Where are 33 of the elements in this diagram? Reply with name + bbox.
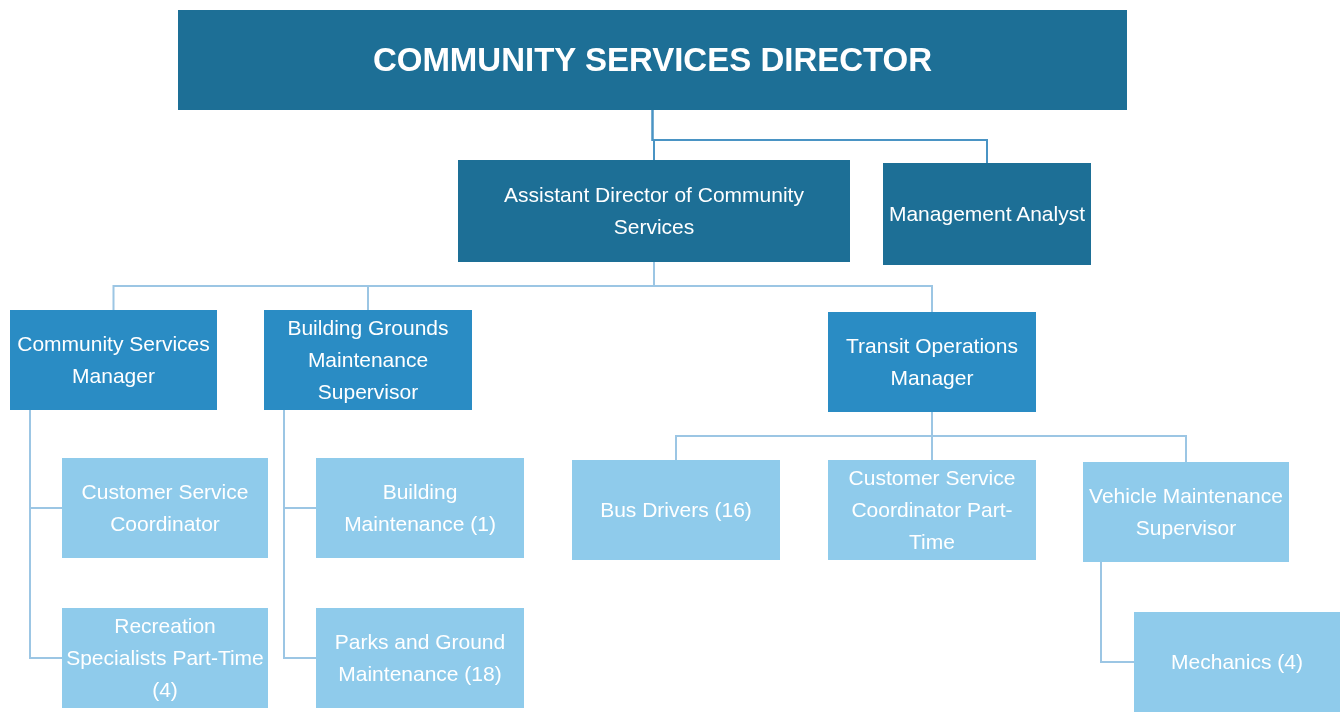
org-chart-box <box>828 460 1036 560</box>
job-title: Mechanics (4) <box>1171 649 1303 675</box>
job-title: Vehicle Maintenance Supervisor <box>1088 483 1284 541</box>
org-chart-box <box>883 163 1091 265</box>
connector-line <box>29 409 63 659</box>
job-title: Assistant Director of Community Services <box>503 182 805 240</box>
job-title: Recreation Specialists Part-Time (4) <box>66 613 264 703</box>
job-title: Customer Service Coordinator <box>80 479 250 537</box>
job-title: COMMUNITY SERVICES DIRECTOR <box>372 44 933 76</box>
org-chart-box <box>178 10 1127 110</box>
job-title: Parks and Ground Maintenance (18) <box>333 629 507 687</box>
connector-line <box>931 411 1187 463</box>
org-chart-box <box>10 310 217 410</box>
org-chart-box <box>828 312 1036 412</box>
job-title: Building Maintenance (1) <box>343 479 497 537</box>
org-chart-box <box>1083 462 1289 562</box>
org-chart-box <box>1134 612 1340 712</box>
connector-line <box>1100 561 1135 663</box>
org-chart-box <box>62 458 268 558</box>
org-chart-box <box>572 460 780 560</box>
org-chart-box <box>316 608 524 708</box>
connector-line <box>653 261 933 313</box>
connector-line <box>651 109 988 164</box>
org-chart-box <box>316 458 524 558</box>
org-chart-box <box>264 310 472 410</box>
job-title: Community Services Manager <box>16 331 211 389</box>
job-title: Transit Operations Manager <box>845 333 1019 391</box>
job-title: Building Grounds Maintenance Supervisor <box>286 315 450 405</box>
job-title: Customer Service Coordinator Part-Time <box>847 465 1017 555</box>
job-title: Bus Drivers (16) <box>600 497 752 523</box>
connector-line <box>283 409 317 659</box>
job-title: Management Analyst <box>888 201 1086 227</box>
org-chart-box <box>458 160 850 262</box>
